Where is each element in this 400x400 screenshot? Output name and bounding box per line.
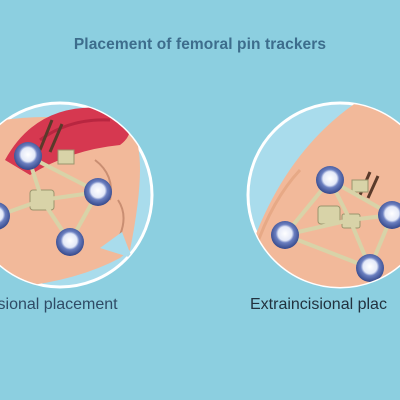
- reflective-marker: [84, 178, 112, 206]
- bone-pin: [366, 175, 380, 199]
- extraincisional-caption: Extraincisional plac: [250, 296, 387, 313]
- page-title: Placement of femoral pin trackers: [73, 36, 327, 53]
- bone-pin: [48, 123, 64, 153]
- reflective-marker: [378, 201, 400, 229]
- reflective-marker: [356, 254, 384, 282]
- reflective-marker: [56, 228, 84, 256]
- extraincisional-panel: [246, 101, 400, 289]
- reflective-marker: [316, 166, 344, 194]
- bone-pin: [38, 119, 54, 151]
- incisional-panel: [0, 101, 154, 289]
- incisional-caption: cisional placement: [0, 296, 118, 313]
- reflective-marker: [14, 142, 42, 170]
- reflective-marker: [0, 202, 10, 230]
- leg-skin: [250, 103, 400, 287]
- reflective-marker: [271, 221, 299, 249]
